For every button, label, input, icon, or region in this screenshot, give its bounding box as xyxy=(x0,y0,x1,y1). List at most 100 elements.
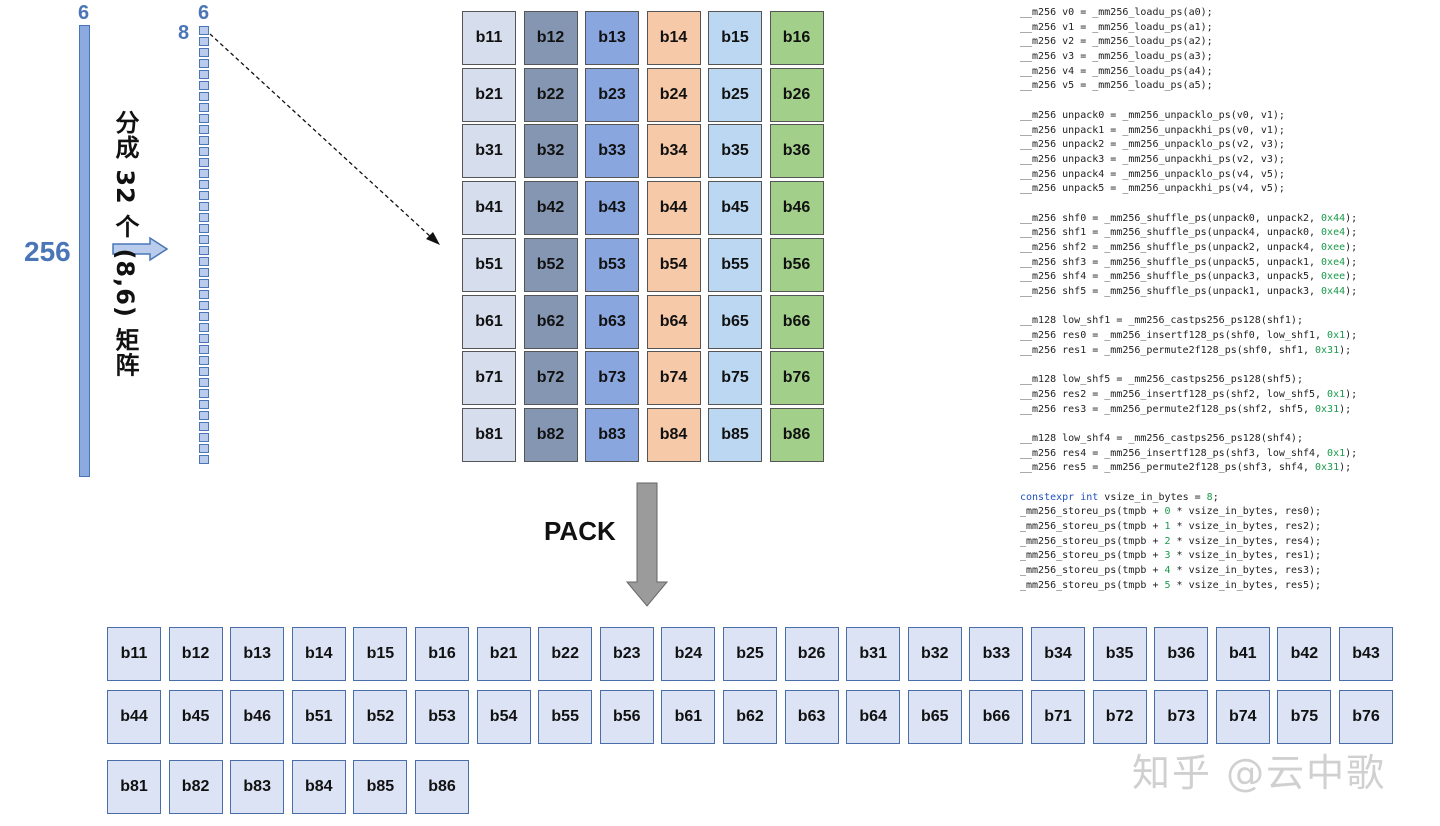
matrix-cell: b71 xyxy=(462,351,516,406)
split-cell xyxy=(199,191,209,200)
split-cell xyxy=(199,81,209,90)
split-cell xyxy=(199,48,209,57)
split-cell xyxy=(199,356,209,365)
split-cell xyxy=(199,301,209,310)
code-line: __m256 res3 = _mm256_permute2f128_ps(shf… xyxy=(1020,403,1352,415)
packed-cell: b31 xyxy=(846,627,901,681)
matrix-cell: b41 xyxy=(462,181,516,236)
code-line: __m256 unpack0 = _mm256_unpacklo_ps(v0, … xyxy=(1020,109,1285,121)
code-line: __m256 shf0 = _mm256_shuffle_ps(unpack0,… xyxy=(1020,212,1358,224)
matrix-cell: b63 xyxy=(585,294,639,349)
packed-cell: b65 xyxy=(907,690,962,744)
matrix-cell: b82 xyxy=(523,407,578,462)
packed-cell: b34 xyxy=(1031,627,1085,681)
split-cell xyxy=(199,422,209,431)
matrix-cell: b42 xyxy=(523,181,578,236)
packed-cell: b63 xyxy=(784,690,839,744)
packed-cell: b43 xyxy=(1339,627,1393,681)
packed-cell: b33 xyxy=(969,627,1024,681)
split-cell xyxy=(199,389,209,398)
split-cell xyxy=(199,103,209,112)
full-matrix-height-label: 256 xyxy=(24,236,71,267)
split-cell xyxy=(199,444,209,453)
split-cell xyxy=(199,235,209,244)
code-line: _mm256_storeu_ps(tmpb + 5 * vsize_in_byt… xyxy=(1020,579,1322,591)
packed-cell: b52 xyxy=(353,690,408,744)
code-line: __m128 low_shf4 = _mm256_castps256_ps128… xyxy=(1020,432,1303,444)
matrix-cell: b85 xyxy=(708,407,762,462)
code-line: __m256 v1 = _mm256_loadu_ps(a1); xyxy=(1020,21,1213,33)
split-column-width-label: 6 xyxy=(198,2,210,24)
code-line xyxy=(1020,300,1357,315)
packed-cell: b11 xyxy=(107,627,161,681)
split-cell xyxy=(199,279,209,288)
split-arrow xyxy=(112,236,169,262)
packed-cell: b35 xyxy=(1092,627,1147,681)
code-line xyxy=(1020,94,1357,109)
split-cell xyxy=(199,125,209,134)
code-line xyxy=(1020,197,1357,212)
split-cell xyxy=(199,37,209,46)
code-line xyxy=(1020,417,1357,432)
matrix-cell: b13 xyxy=(585,11,639,65)
packed-cell: b55 xyxy=(538,690,593,744)
matrix-cell: b12 xyxy=(523,11,578,65)
matrix-cell: b16 xyxy=(769,11,824,65)
split-cell xyxy=(199,92,209,101)
split-column xyxy=(199,26,211,466)
packed-cell: b25 xyxy=(723,627,777,681)
code-line: __m256 unpack5 = _mm256_unpackhi_ps(v4, … xyxy=(1020,183,1285,195)
packed-cell: b32 xyxy=(907,627,962,681)
packed-cell: b45 xyxy=(168,690,223,744)
packed-cell: b22 xyxy=(538,627,593,681)
matrix-cell: b14 xyxy=(646,11,701,65)
matrix-cell: b35 xyxy=(708,124,762,179)
matrix-cell: b53 xyxy=(585,237,639,292)
matrix-cell: b52 xyxy=(523,237,578,292)
code-line xyxy=(1020,476,1357,491)
matrix-cell: b23 xyxy=(585,67,639,122)
pack-label: PACK xyxy=(544,516,616,546)
packed-cell: b84 xyxy=(291,760,346,814)
code-line: __m256 res1 = _mm256_permute2f128_ps(shf… xyxy=(1020,344,1352,356)
code-line: __m256 unpack4 = _mm256_unpacklo_ps(v4, … xyxy=(1020,168,1285,180)
packed-cell: b82 xyxy=(168,760,223,814)
code-line: __m256 shf2 = _mm256_shuffle_ps(unpack2,… xyxy=(1020,242,1358,253)
matrix-cell: b31 xyxy=(462,124,516,179)
code-line: __m256 shf5 = _mm256_shuffle_ps(unpack1,… xyxy=(1020,286,1358,298)
split-cell xyxy=(199,246,209,255)
packed-cell: b21 xyxy=(476,627,531,681)
code-line: __m256 shf3 = _mm256_shuffle_ps(unpack5,… xyxy=(1020,256,1358,268)
pack-arrow xyxy=(625,482,669,607)
matrix-cell: b22 xyxy=(523,67,578,122)
packed-cell: b44 xyxy=(107,690,161,744)
split-cell xyxy=(199,114,209,123)
split-cell xyxy=(199,147,209,156)
matrix-cell: b51 xyxy=(462,237,516,292)
packed-cell: b16 xyxy=(415,627,469,681)
split-cell xyxy=(199,411,209,420)
code-line: _mm256_storeu_ps(tmpb + 2 * vsize_in_byt… xyxy=(1020,535,1322,547)
split-cell xyxy=(199,433,209,442)
code-line: __m256 res0 = _mm256_insertf128_ps(shf0,… xyxy=(1020,330,1358,342)
code-line: __m256 unpack3 = _mm256_unpackhi_ps(v2, … xyxy=(1020,153,1285,165)
matrix-cell: b81 xyxy=(462,407,516,462)
packed-cell: b61 xyxy=(661,690,716,744)
code-line: _mm256_storeu_ps(tmpb + 4 * vsize_in_byt… xyxy=(1020,565,1322,577)
split-cell xyxy=(199,312,209,321)
avx-code-listing: __m256 v0 = _mm256_loadu_ps(a0);__m256 v… xyxy=(1020,6,1357,594)
code-line: _mm256_storeu_ps(tmpb + 0 * vsize_in_byt… xyxy=(1020,506,1322,518)
full-matrix-bar xyxy=(79,25,90,477)
code-line: _mm256_storeu_ps(tmpb + 3 * vsize_in_byt… xyxy=(1020,550,1322,562)
split-cell xyxy=(199,169,209,178)
zoom-arrow xyxy=(209,33,440,245)
code-line: __m256 v3 = _mm256_loadu_ps(a3); xyxy=(1020,51,1213,63)
split-cell xyxy=(199,268,209,277)
matrix-cell: b36 xyxy=(769,124,824,179)
matrix-cell: b34 xyxy=(646,124,701,179)
split-column-height-label: 8 xyxy=(178,22,190,44)
code-line: __m128 low_shf5 = _mm256_castps256_ps128… xyxy=(1020,374,1303,386)
packed-cell: b76 xyxy=(1339,690,1393,744)
packed-cell: b24 xyxy=(661,627,716,681)
packed-cell: b83 xyxy=(230,760,285,814)
